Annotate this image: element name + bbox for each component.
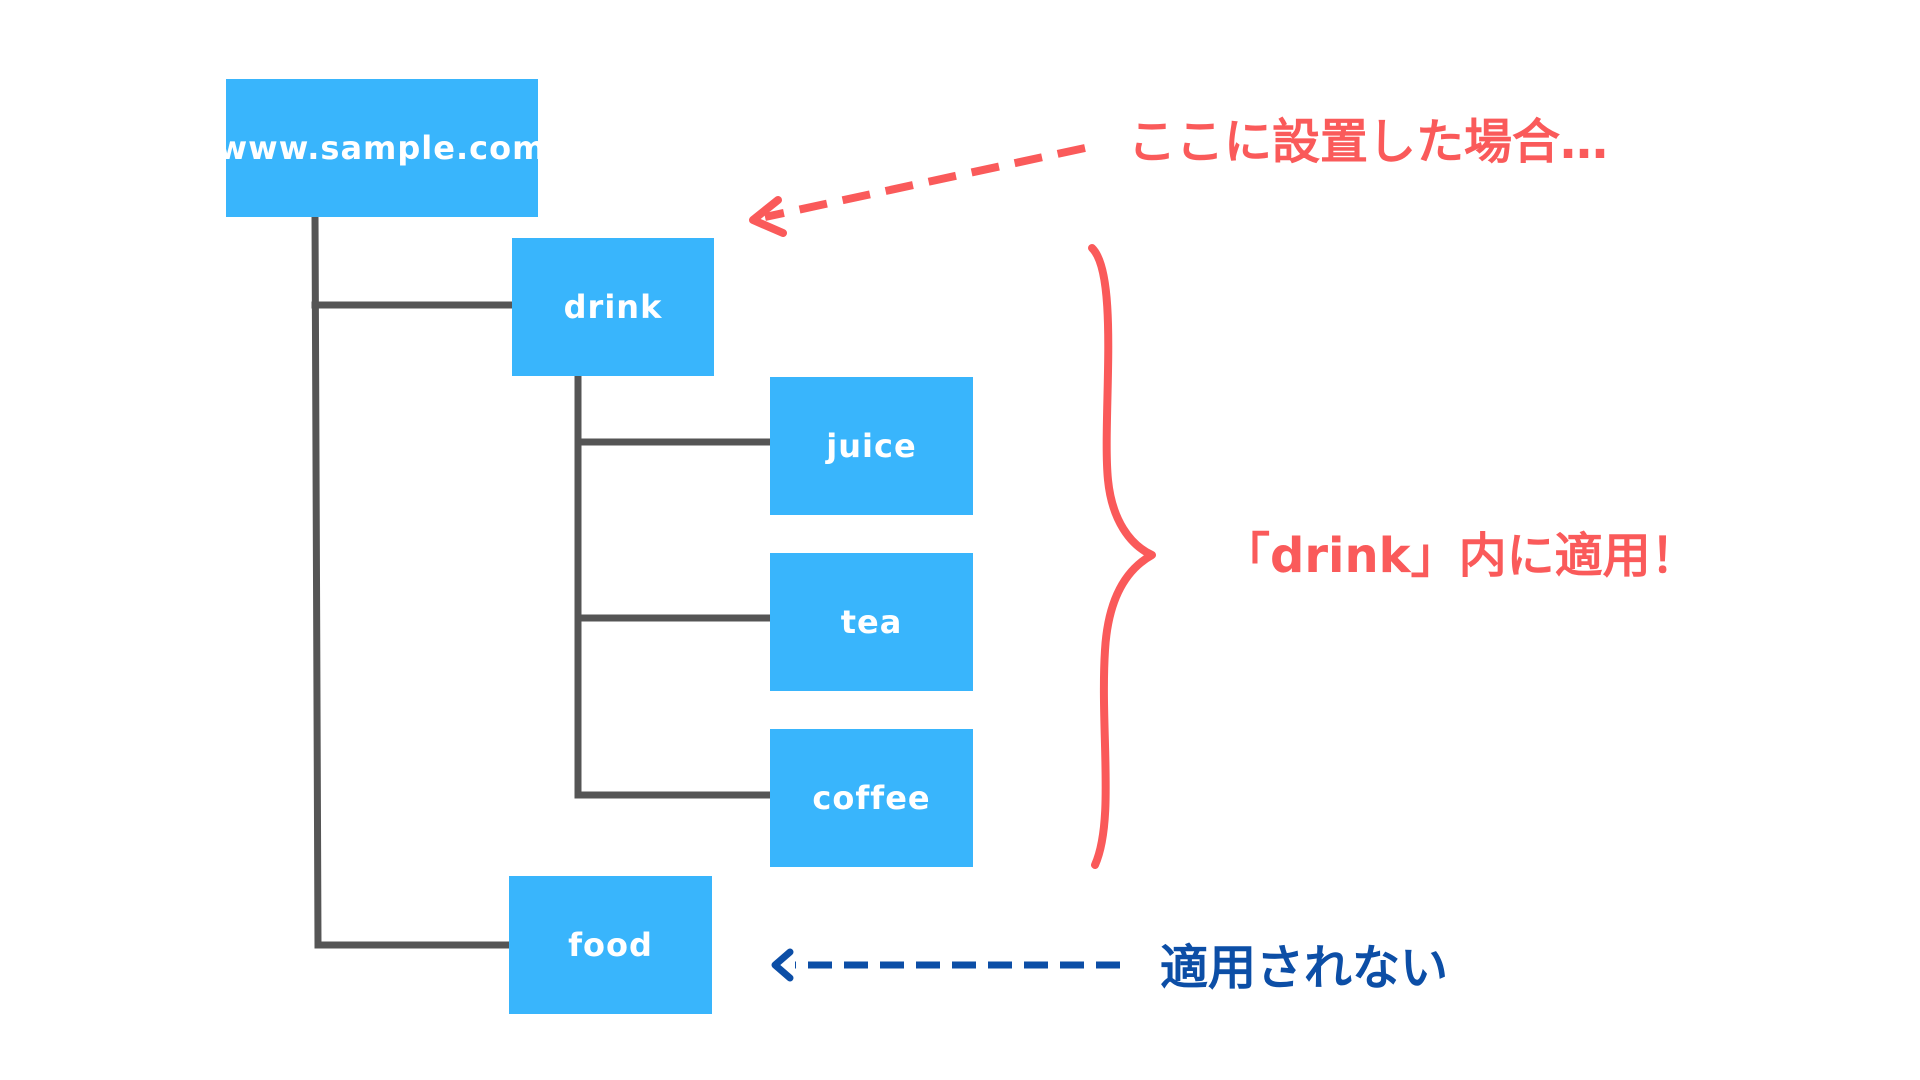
root-trunk-line xyxy=(311,211,322,949)
placed-here-arrow xyxy=(749,144,1086,237)
not-applied-arrow xyxy=(771,948,1120,982)
tree-connectors xyxy=(311,211,772,949)
node-coffee: coffee xyxy=(770,729,973,867)
node-root: www.sample.com xyxy=(218,79,545,217)
placed-here-note: ここに設置した場合… xyxy=(1128,114,1609,170)
drink-scope-brace xyxy=(1088,244,1156,869)
node-drink: drink xyxy=(512,238,714,376)
applies-in-drink-note: 「drink」内に適用！ xyxy=(1222,528,1699,584)
node-tea: tea xyxy=(770,553,973,691)
not-applied-note: 適用されない xyxy=(1160,940,1449,996)
node-food: food xyxy=(509,876,712,1014)
node-juice: juice xyxy=(770,377,973,515)
